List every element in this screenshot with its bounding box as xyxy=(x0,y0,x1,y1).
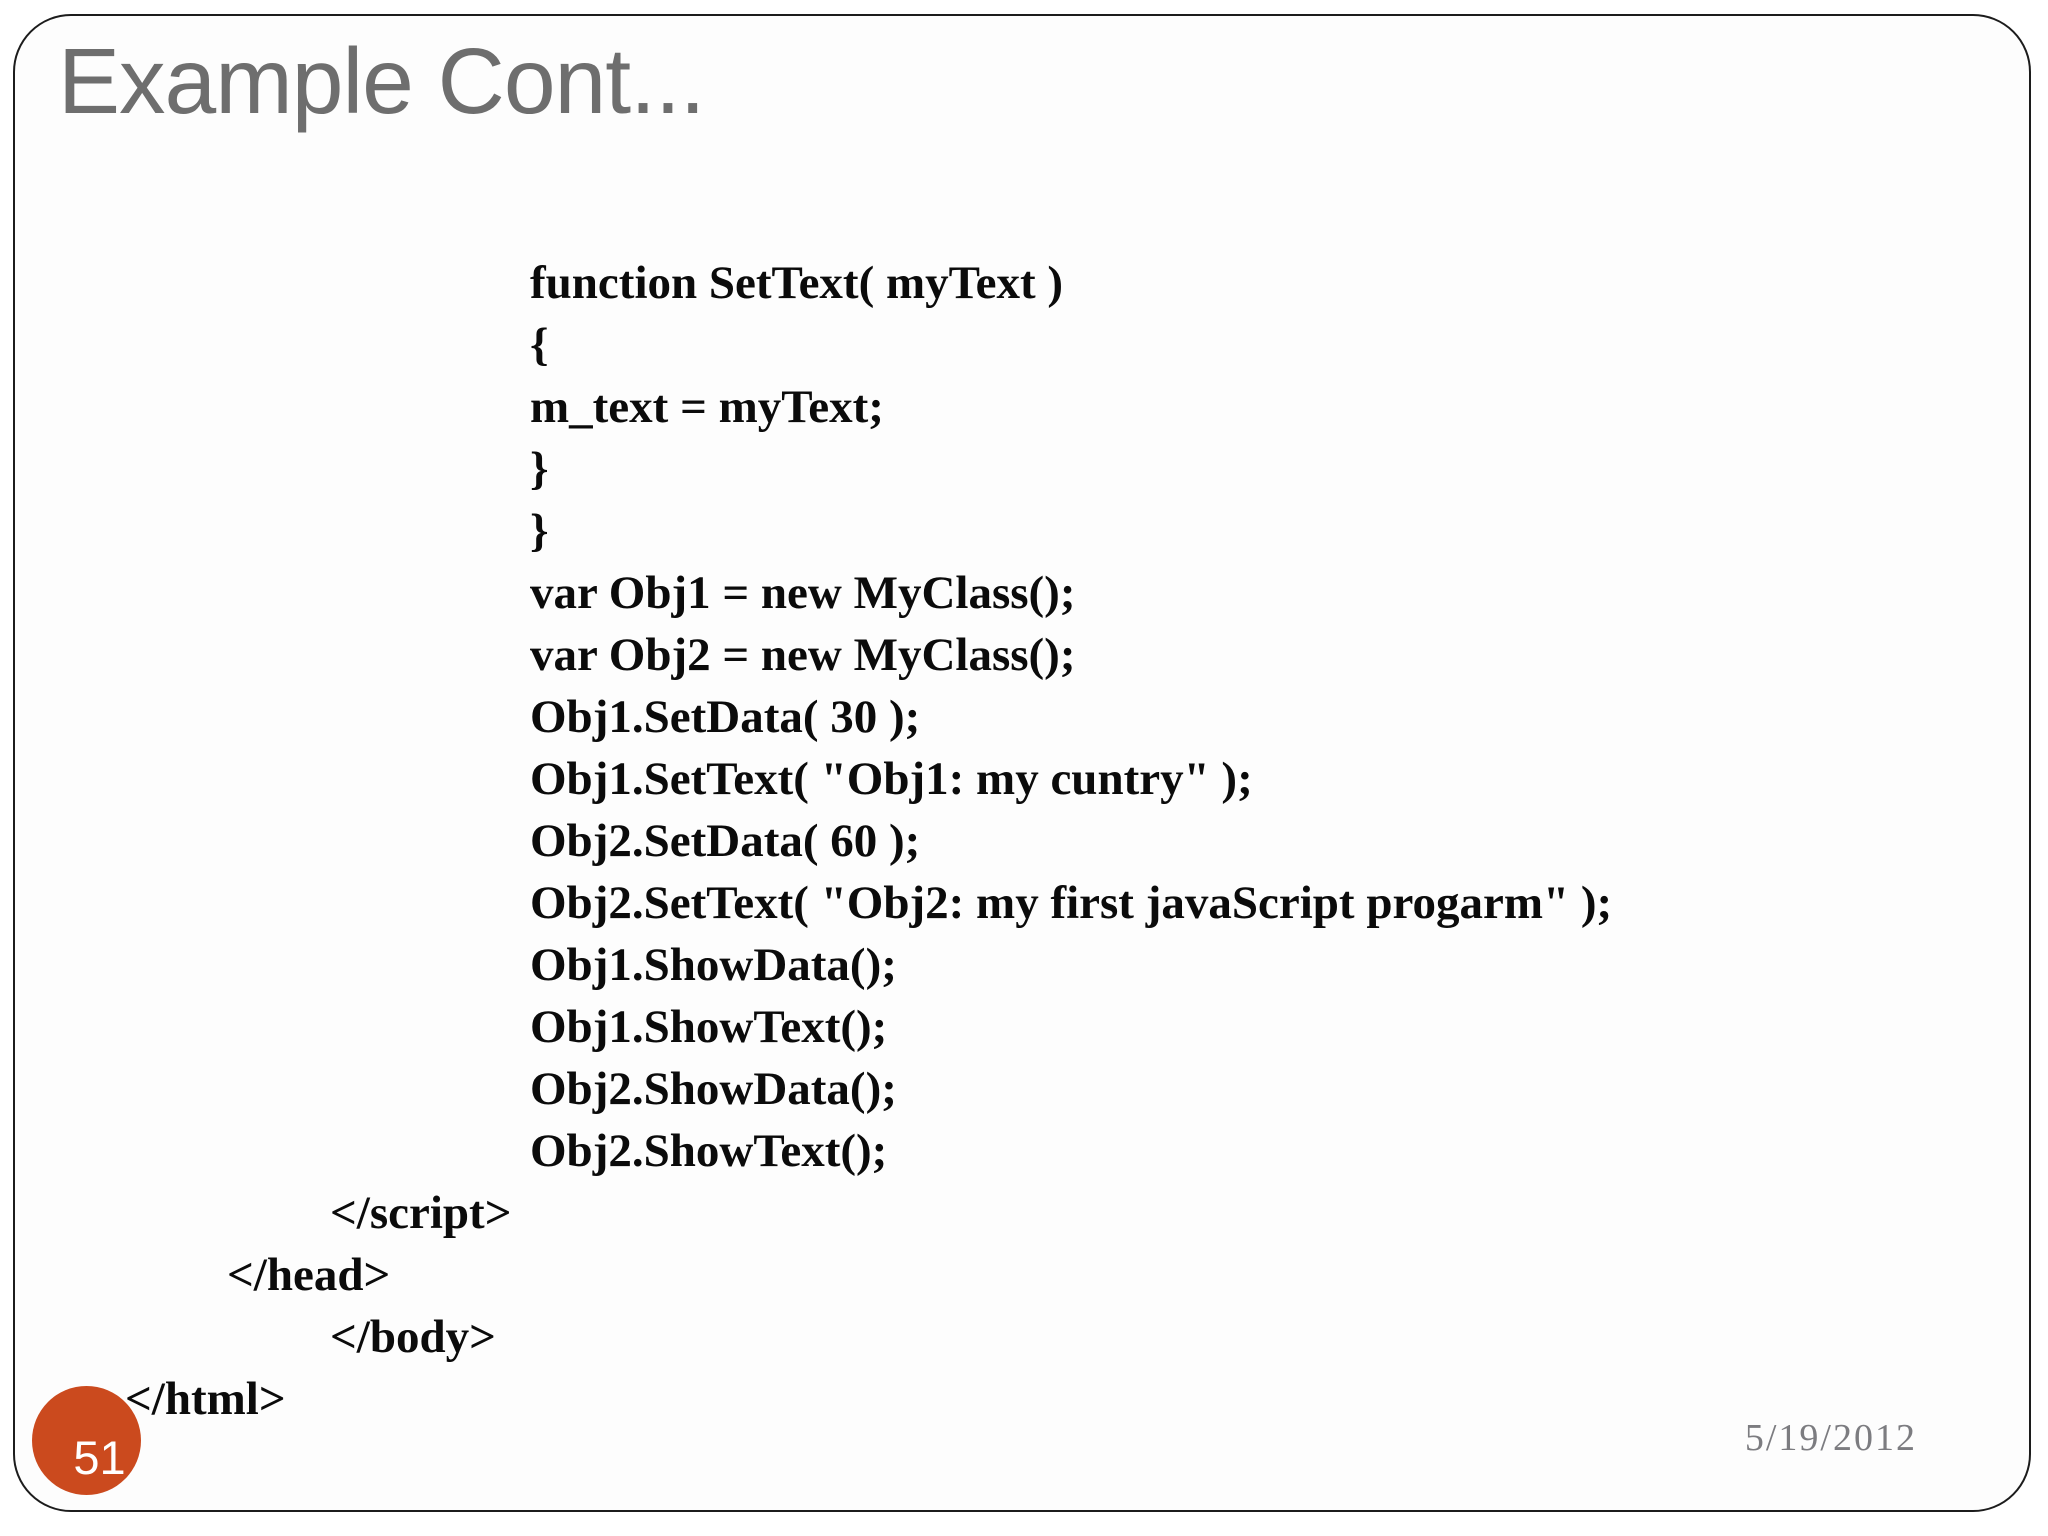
code-line: function SetText( myText ) xyxy=(530,257,1064,309)
code-line: var Obj2 = new MyClass(); xyxy=(530,629,1076,681)
code-line: </html> xyxy=(125,1373,286,1425)
code-line: var Obj1 = new MyClass(); xyxy=(530,567,1076,619)
code-line: } xyxy=(530,443,549,495)
code-line: </head> xyxy=(227,1249,391,1301)
code-line: Obj2.ShowData(); xyxy=(530,1063,897,1115)
code-line: { xyxy=(530,319,549,371)
code-line: Obj1.SetText( "Obj1: my cuntry" ); xyxy=(530,753,1253,805)
code-line: Obj2.SetText( "Obj2: my first javaScript… xyxy=(530,877,1613,929)
code-line: Obj2.ShowText(); xyxy=(530,1125,888,1177)
code-line: } xyxy=(530,505,549,557)
code-block: function SetText( myText ) { m_text = my… xyxy=(0,252,2048,1430)
code-line: </script> xyxy=(330,1187,512,1239)
code-line: Obj1.ShowText(); xyxy=(530,1001,888,1053)
slide-date: 5/19/2012 xyxy=(1744,1417,1917,1459)
code-line: m_text = myText; xyxy=(530,381,884,433)
code-line: Obj1.ShowData(); xyxy=(530,939,897,991)
code-line: Obj2.SetData( 60 ); xyxy=(530,815,921,867)
page-number-badge: 51 xyxy=(32,1386,141,1495)
page-number: 51 xyxy=(73,1431,126,1484)
code-line: Obj1.SetData( 30 ); xyxy=(530,691,921,743)
slide-border xyxy=(13,14,2031,1512)
code-line: </body> xyxy=(330,1311,496,1363)
slide-title: Example Cont... xyxy=(58,29,706,133)
